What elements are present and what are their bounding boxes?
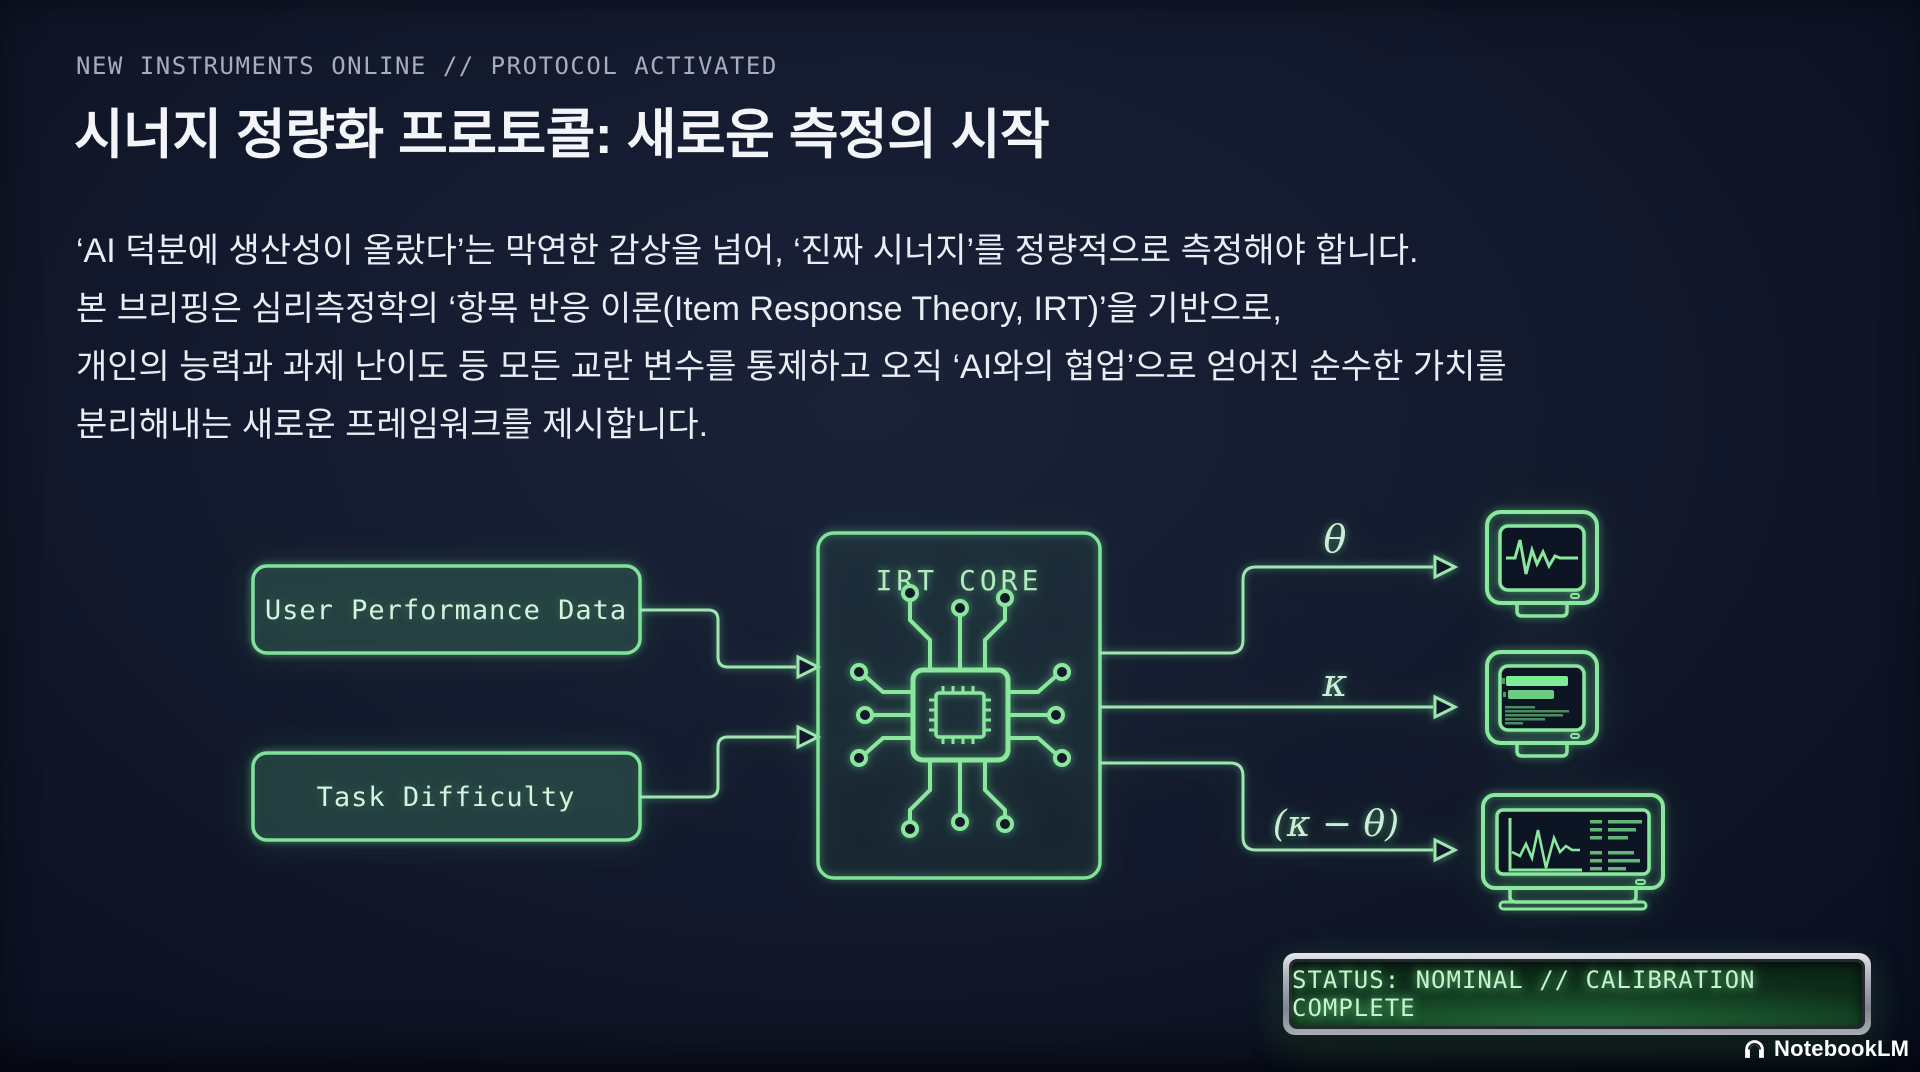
notebooklm-logo-icon (1742, 1037, 1767, 1062)
input-box-user-performance: User Performance Data (251, 564, 642, 655)
notebooklm-label: NotebookLM (1774, 1036, 1910, 1061)
analytics-monitor-icon (1481, 793, 1665, 911)
input-box-label: Task Difficulty (317, 782, 576, 813)
output-symbol-kappa-minus-theta: (κ − θ) (1273, 804, 1399, 845)
irt-flow-diagram: User Performance Data Task Difficulty IR… (251, 510, 1665, 911)
cpu-chip-icon (850, 584, 1071, 838)
page-title: 시너지 정량화 프로토콜: 새로운 측정의 시작 (74, 105, 1050, 165)
arrowhead-icon (796, 654, 822, 680)
arrowhead-icon (1433, 837, 1459, 863)
input-box-task-difficulty: Task Difficulty (251, 751, 642, 842)
intro-paragraph: ‘AI 덕분에 생산성이 올랐다’는 막연한 감상을 넘어, ‘진짜 시너지’를… (76, 222, 1507, 454)
status-display-screen: STATUS: NOMINAL // CALIBRATION COMPLETE (1292, 962, 1862, 1026)
intro-line: 개인의 능력과 과제 난이도 등 모든 교란 변수를 통제하고 오직 ‘AI와의… (76, 348, 1507, 386)
status-display: STATUS: NOMINAL // CALIBRATION COMPLETE (1283, 953, 1871, 1035)
status-display-rim: STATUS: NOMINAL // CALIBRATION COMPLETE (1289, 959, 1865, 1029)
output-connectors (1100, 554, 1459, 863)
input-connectors (640, 608, 822, 799)
intro-line: 분리해내는 새로운 프레임워크를 제시합니다. (76, 406, 709, 444)
terminal-monitor-icon (1485, 650, 1599, 758)
arrowhead-icon (796, 724, 822, 750)
irt-core-box: IRT CORE (816, 531, 1102, 880)
irt-core-label: IRT CORE (876, 564, 1043, 597)
intro-line: ‘AI 덕분에 생산성이 올랐다’는 막연한 감상을 넘어, ‘진짜 시너지’를… (76, 232, 1419, 270)
waveform-monitor-icon (1485, 510, 1599, 618)
input-box-label: User Performance Data (265, 595, 627, 626)
arrowhead-icon (1433, 554, 1459, 580)
arrowhead-icon (1433, 694, 1459, 720)
status-text: STATUS: NOMINAL // CALIBRATION COMPLETE (1292, 966, 1756, 1022)
notebooklm-branding: NotebookLM (1742, 1036, 1909, 1062)
output-symbol-kappa: κ (1322, 661, 1348, 705)
eyebrow-label: NEW INSTRUMENTS ONLINE // PROTOCOL ACTIV… (76, 52, 778, 80)
intro-line: 본 브리핑은 심리측정학의 ‘항목 반응 이론(Item Response Th… (76, 290, 1282, 328)
output-symbol-theta: θ (1324, 517, 1347, 561)
